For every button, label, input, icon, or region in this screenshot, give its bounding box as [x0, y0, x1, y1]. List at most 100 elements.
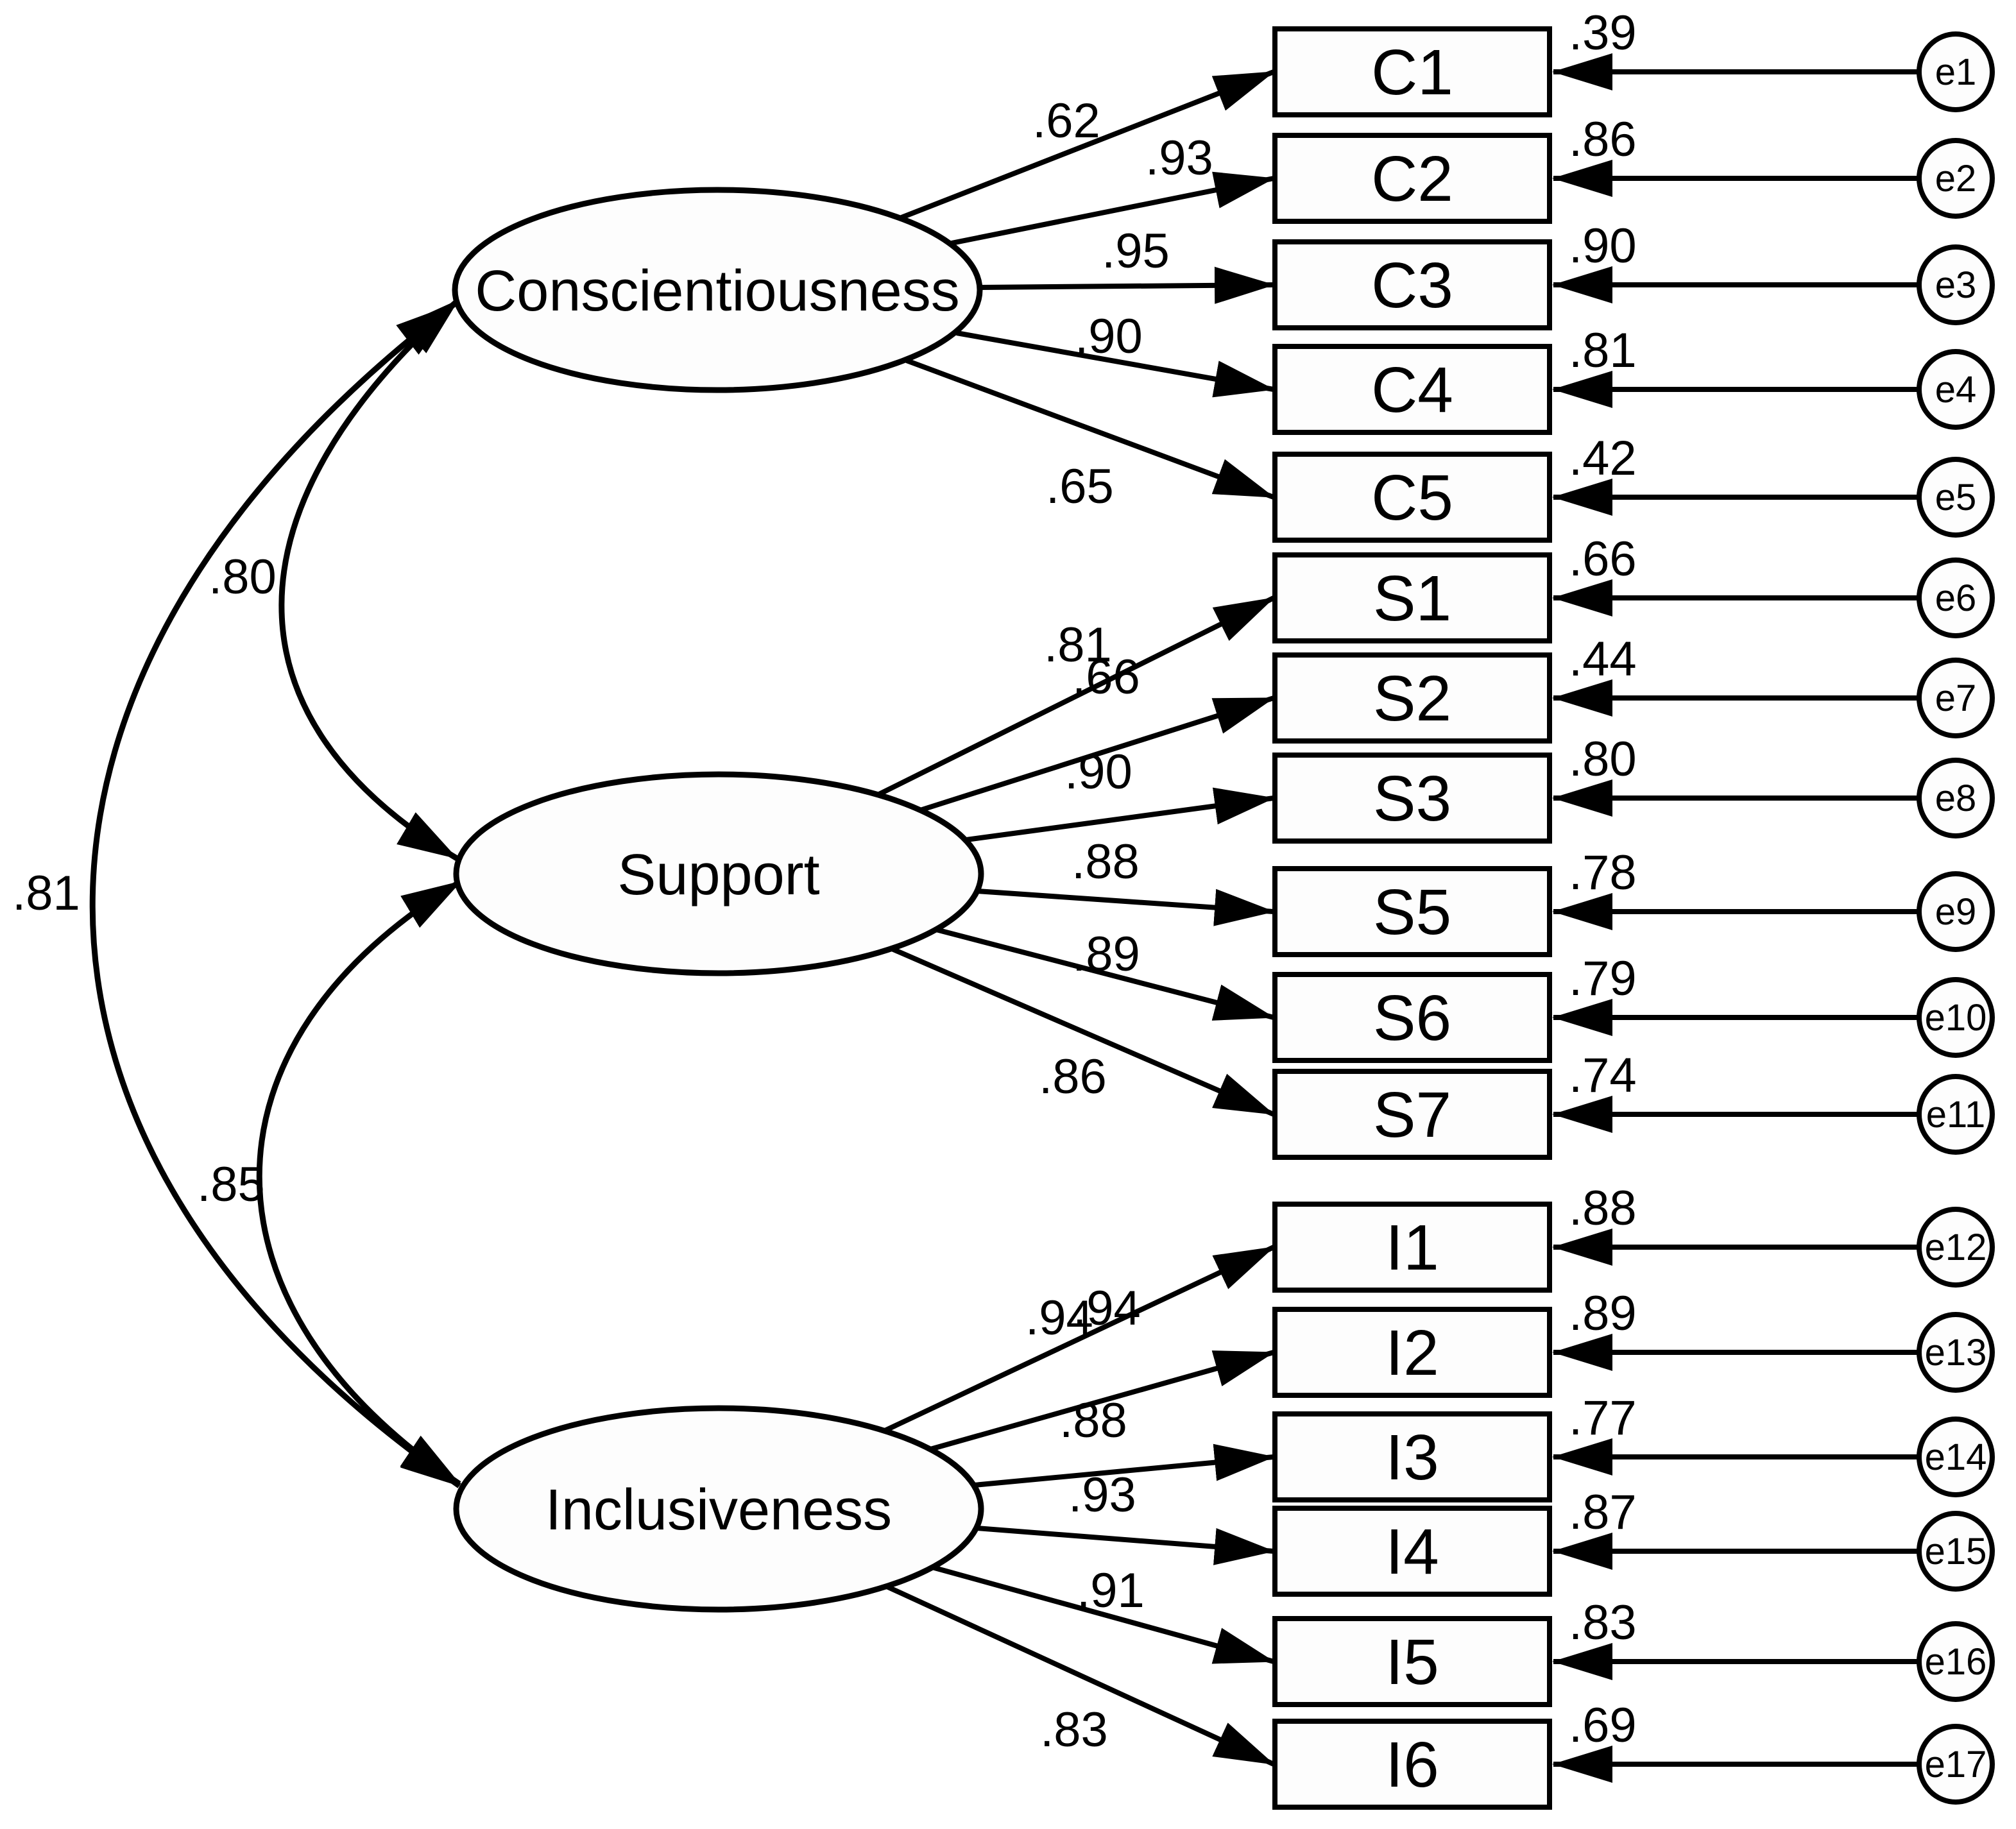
indicator-row-s1: .81 S1 .66 e6 [1044, 532, 1995, 672]
indicator-label: I2 [1385, 1317, 1439, 1389]
error-variance-value: .89 [1569, 1286, 1637, 1341]
correlation-curve [89, 302, 461, 1488]
error-term-label: e16 [1925, 1641, 1987, 1683]
error-term-circle [1917, 1074, 1995, 1155]
factor-support: Support [453, 771, 984, 976]
error-variance-value: .39 [1569, 6, 1637, 60]
error-term-label: e14 [1925, 1436, 1987, 1478]
indicator-box [1272, 652, 1552, 744]
indicator-box [1272, 753, 1552, 844]
factor-inclusiveness: Inclusiveness [453, 1405, 984, 1613]
indicator-box [1272, 1719, 1552, 1810]
error-term-circle [1917, 138, 1995, 219]
indicator-label: C2 [1371, 143, 1453, 215]
correlation-curve [278, 298, 460, 861]
indicator-box [1272, 344, 1552, 435]
correlation-conscientiousness-support: .80 [209, 298, 460, 861]
error-term-circle [1917, 557, 1995, 638]
indicator-box [1272, 1506, 1552, 1597]
factor-ellipse [453, 1405, 984, 1613]
loading-value: .95 [1102, 224, 1170, 278]
indicator-label: S6 [1373, 982, 1451, 1054]
loading-arrow-s5 [977, 889, 1275, 926]
indicator-box [1272, 1411, 1552, 1502]
loading-arrow-i2 [929, 1350, 1275, 1452]
indicator-label: I3 [1385, 1422, 1439, 1493]
indicator-label: I4 [1385, 1516, 1439, 1588]
indicator-box [1272, 1202, 1552, 1293]
factor-label: Inclusiveness [545, 1478, 892, 1542]
loading-arrow-s1 [876, 595, 1275, 797]
loading-value: .90 [1064, 745, 1132, 799]
indicator-row-i5: .91 I5 .83 e16 [1077, 1563, 1995, 1707]
loading-value: .81 [1044, 618, 1112, 672]
loading-value: .65 [1046, 459, 1114, 514]
error-term-label: e7 [1935, 677, 1977, 719]
indicator-box [1272, 133, 1552, 224]
loading-arrow-s3 [966, 787, 1275, 842]
indicator-label: C1 [1371, 37, 1453, 108]
error-variance-value: .88 [1569, 1181, 1637, 1236]
error-term-circle [1917, 349, 1995, 430]
error-term-circle [1917, 977, 1995, 1058]
error-term-circle [1917, 1207, 1995, 1288]
loading-arrow-i3 [973, 1443, 1275, 1488]
error-term-label: e10 [1925, 997, 1987, 1039]
loading-value: .62 [1032, 94, 1100, 148]
indicator-row-c3: .95 C3 .90 e3 [1102, 219, 1995, 330]
error-term-circle [1917, 658, 1995, 738]
correlation-value: .81 [12, 866, 80, 921]
loading-arrow-c4 [956, 330, 1275, 398]
error-variance-value: .87 [1569, 1485, 1637, 1540]
indicator-row-s2: .66 S2 .44 e7 [1072, 632, 1995, 744]
error-term-label: e3 [1935, 264, 1977, 306]
error-term-circle [1917, 1312, 1995, 1393]
indicator-label: S1 [1373, 563, 1451, 634]
factor-ellipse [452, 187, 983, 393]
loading-arrow-i1 [884, 1245, 1275, 1433]
error-variance-value: .77 [1569, 1391, 1637, 1445]
indicator-box [1272, 972, 1552, 1063]
correlation-support-inclusiveness: .85 [197, 879, 463, 1486]
indicator-box [1272, 1069, 1552, 1160]
loading-arrow-s2 [919, 695, 1275, 813]
loading-arrow-i4 [976, 1526, 1275, 1565]
indicator-box [1272, 239, 1552, 330]
indicator-row-s3: .90 S3 .80 e8 [1064, 732, 1995, 844]
indicator-row-s6: .89 S6 .79 e10 [1072, 927, 1995, 1063]
loading-value: .86 [1039, 1050, 1107, 1104]
error-term-label: e12 [1925, 1227, 1987, 1268]
error-term-label: e4 [1935, 369, 1977, 411]
indicator-label: S7 [1373, 1079, 1451, 1151]
factor-conscientiousness: Conscientiousness [452, 187, 983, 393]
error-variance-value: .90 [1569, 219, 1637, 273]
factor-label: Support [617, 843, 819, 907]
error-term-label: e1 [1935, 51, 1977, 93]
loading-value: .66 [1072, 650, 1140, 704]
loading-paths [876, 69, 1275, 1767]
error-variance-value: .42 [1569, 431, 1637, 486]
indicator-box [1272, 1307, 1552, 1398]
error-term-label: e6 [1935, 577, 1977, 619]
error-term-circle [1917, 871, 1995, 952]
indicator-label: S2 [1373, 663, 1451, 735]
loading-value: .93 [1145, 131, 1213, 185]
loading-value: .94 [1073, 1281, 1141, 1336]
indicator-box [1272, 1616, 1552, 1707]
factor-ellipse [453, 771, 984, 976]
indicator-label: I5 [1385, 1626, 1439, 1698]
error-term-circle [1917, 758, 1995, 838]
correlation-curve [256, 879, 463, 1486]
loading-arrow-s6 [935, 927, 1275, 1021]
error-term-circle [1917, 1511, 1995, 1592]
loading-value: .94 [1025, 1291, 1093, 1345]
correlation-conscientiousness-inclusiveness: .81 [12, 302, 461, 1488]
loading-arrow-i5 [931, 1565, 1275, 1664]
loading-arrow-s7 [891, 946, 1275, 1117]
indicator-box [1272, 866, 1552, 957]
indicator-label: C3 [1371, 250, 1453, 321]
loading-arrow-c1 [900, 69, 1275, 220]
indicator-row-s5: .88 S5 .78 e9 [1072, 835, 1995, 957]
